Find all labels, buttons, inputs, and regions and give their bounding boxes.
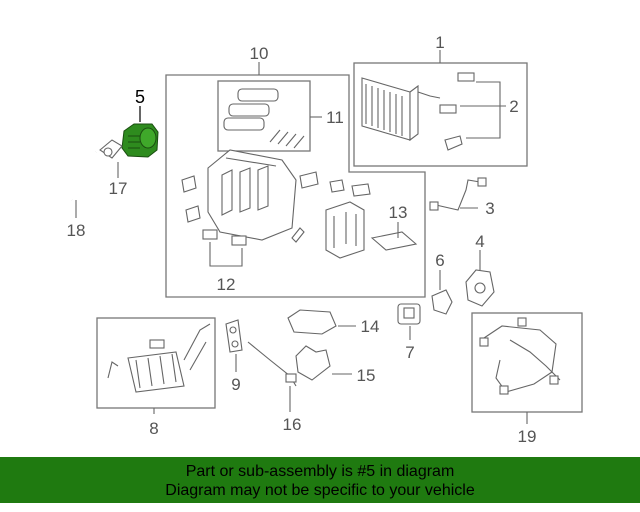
- part-5-highlighted[interactable]: [121, 123, 159, 158]
- callout-19: 19: [518, 427, 537, 446]
- part-10-misc: [181, 171, 371, 243]
- callout-3: 3: [485, 199, 494, 218]
- group-box-11: [217, 80, 311, 152]
- callout-2: 2: [509, 97, 518, 116]
- group-box-19: [471, 312, 583, 413]
- part-10-heater-case: [207, 149, 297, 241]
- callout-18: 18: [67, 221, 86, 240]
- part-11: [223, 88, 305, 149]
- callout-5[interactable]: 5: [135, 87, 145, 107]
- callout-labels: 1 2 3 4 5 6 7 8 9 10 11 12 13 14 15 16 1…: [67, 33, 537, 446]
- banner-line-disclaimer: Diagram may not be specific to your vehi…: [165, 482, 475, 499]
- callout-9: 9: [231, 375, 240, 394]
- part-16: [247, 341, 297, 387]
- part-18: [65, 150, 98, 202]
- callout-10: 10: [250, 44, 269, 63]
- callout-16: 16: [283, 415, 302, 434]
- part-6: [431, 289, 453, 315]
- callout-6: 6: [435, 251, 444, 270]
- part-8: [107, 323, 211, 393]
- callout-8: 8: [149, 419, 158, 438]
- callout-4: 4: [475, 232, 484, 251]
- part-4: [465, 269, 495, 307]
- banner-line-part: Part or sub-assembly is #5 in diagram: [185, 463, 455, 480]
- part-17: [99, 139, 123, 159]
- part-2: [439, 72, 475, 151]
- callout-7: 7: [405, 343, 414, 362]
- callout-13: 13: [389, 203, 408, 222]
- info-banner: Part or sub-assembly is #5 in diagram Di…: [0, 457, 640, 503]
- part-14: [287, 309, 337, 335]
- part-15: [295, 345, 331, 381]
- part-3: [429, 177, 487, 211]
- part-9: [225, 319, 243, 353]
- leader-lines: [75, 50, 528, 424]
- callout-11: 11: [326, 108, 344, 127]
- group-box-10: [165, 74, 426, 298]
- group-box-8: [96, 317, 216, 409]
- part-1-evaporator: [361, 77, 441, 142]
- callout-15: 15: [357, 366, 376, 385]
- callout-1: 1: [435, 33, 444, 52]
- part-13: [325, 201, 418, 259]
- callout-17: 17: [109, 179, 128, 198]
- parts-diagram: 1 2 3 4 5 6 7 8 9 10 11 12 13 14 15 16 1…: [65, 33, 583, 446]
- part-12: [202, 229, 247, 267]
- part-19-harness: [479, 317, 561, 395]
- part-7: [397, 303, 421, 325]
- callout-12: 12: [217, 275, 236, 294]
- callout-14: 14: [361, 317, 380, 336]
